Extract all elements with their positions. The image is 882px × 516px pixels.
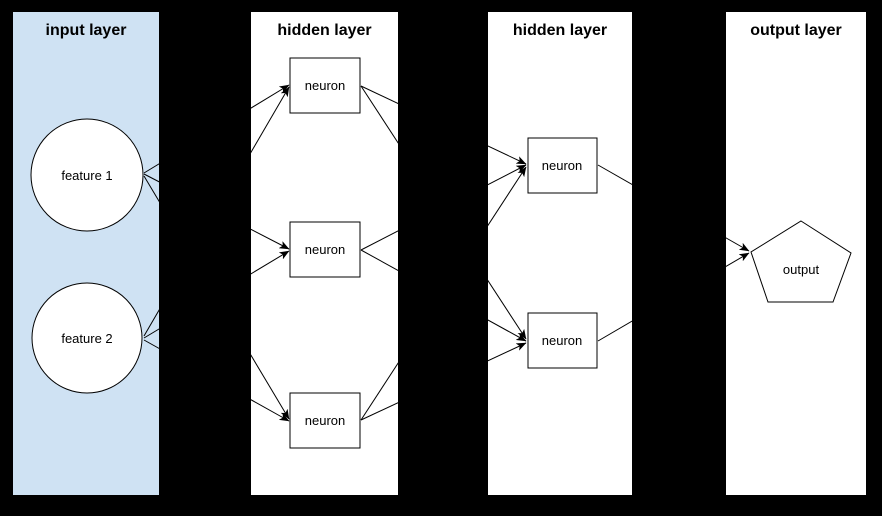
hidden1-neuron-1-node xyxy=(289,57,361,114)
edge-f1-h1n3 xyxy=(143,175,290,420)
edge-h2n1-output xyxy=(597,164,750,252)
input-layer-panel: input layer xyxy=(13,12,159,495)
edge-h1n1-h2n2 xyxy=(360,85,527,340)
edge-f2-h1n3 xyxy=(143,339,290,422)
edge-f1-h1n1 xyxy=(143,84,290,174)
edge-h2n2-output xyxy=(597,252,750,342)
edge-h1n2-h2n2 xyxy=(360,249,527,342)
hidden1-neuron-3-node xyxy=(289,392,361,449)
hidden1-neuron-3-label: neuron xyxy=(305,413,345,428)
feature-2-node xyxy=(31,282,143,394)
hidden2-neuron-2-node xyxy=(527,312,598,369)
input-layer-title: input layer xyxy=(45,22,127,39)
hidden1-neuron-2-label: neuron xyxy=(305,242,345,257)
edge-h1n3-h2n2 xyxy=(360,342,527,421)
edge-f2-h1n1 xyxy=(143,86,290,337)
output-label: output xyxy=(783,262,820,277)
hidden1-neuron-2-node xyxy=(289,221,361,278)
hidden-layer-2-title: hidden layer xyxy=(512,22,608,39)
edge-f2-h1n2 xyxy=(143,250,290,339)
output-layer-title: output layer xyxy=(750,22,842,39)
hidden2-neuron-1-label: neuron xyxy=(542,158,582,173)
edge-h1n2-h2n1 xyxy=(360,164,527,251)
hidden1-neuron-1-label: neuron xyxy=(305,78,345,93)
hidden2-neuron-1-node xyxy=(527,137,598,194)
hidden2-neuron-2-label: neuron xyxy=(542,333,582,348)
output-node xyxy=(750,220,852,303)
edge-h1n3-h2n1 xyxy=(360,166,527,421)
hidden-layer-1-title: hidden layer xyxy=(277,22,372,39)
feature-2-label: feature 2 xyxy=(61,331,112,346)
hidden-layer-2-panel: hidden layer xyxy=(488,12,632,495)
feature-1-node xyxy=(30,118,144,232)
feature-1-label: feature 1 xyxy=(61,168,112,183)
edge-h1n1-h2n1 xyxy=(360,85,527,165)
